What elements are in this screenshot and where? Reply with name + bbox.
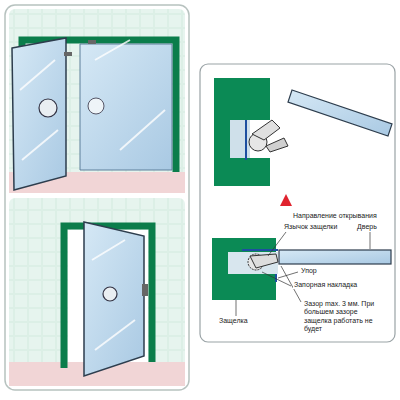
double-door-scene [9,9,185,193]
part-label: Язычок защелки [283,223,338,231]
latch-open-view [214,78,392,186]
part-label: Запорная накладка [293,281,358,289]
right-panel [200,64,395,342]
part-label: Упор [300,267,318,275]
direction-triangle [280,194,292,206]
part-label: Защелка [218,317,249,325]
left-panel [5,5,189,390]
single-door-scene [9,198,185,386]
direction-label: Направление открывания [292,212,378,220]
latch-closed-view [212,194,391,300]
part-label: Дверь [356,223,378,231]
note-label: Зазор max. 3 мм. При большем зазоре заще… [303,300,383,334]
